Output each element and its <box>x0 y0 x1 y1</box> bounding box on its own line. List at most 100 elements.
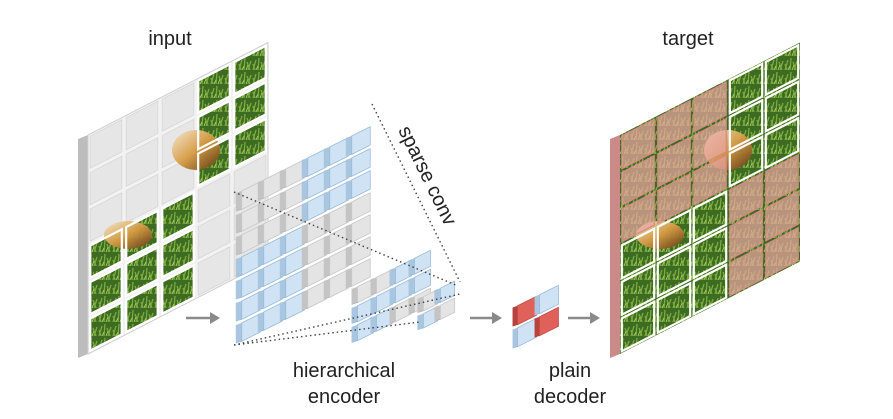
patch-outline <box>161 190 195 243</box>
encoder-empty-cell <box>263 213 283 244</box>
target-masked-patch <box>765 190 799 242</box>
masked-patch <box>89 155 123 206</box>
target-masked-patch <box>729 245 763 297</box>
decoder-label-line2: decoder <box>533 386 607 408</box>
encoder-label-line1: hierarchical <box>292 360 396 382</box>
grid-cell-side <box>301 289 308 311</box>
grid-cell-side <box>257 267 264 289</box>
encoder-empty-cell <box>395 297 412 323</box>
encoder-active-cell <box>329 158 349 189</box>
encoder-empty-cell <box>329 246 349 277</box>
encoder-active-cell <box>329 136 349 167</box>
dog-image-fragment <box>104 221 152 249</box>
encoder-empty-cell <box>329 268 349 299</box>
target-masked-patch <box>765 226 799 279</box>
patch-outline <box>125 281 159 335</box>
sparse-conv-projection-lines <box>233 103 461 346</box>
patch-outline <box>89 300 123 353</box>
encoder-empty-cell <box>241 224 261 255</box>
grid-cell-side <box>235 322 242 344</box>
grid-cell-side <box>301 179 308 201</box>
target-visible-patch <box>764 79 800 134</box>
patch-outline <box>233 43 267 97</box>
encoder-empty-cell <box>285 180 305 211</box>
target-visible-patch <box>728 134 764 189</box>
grid-cell-side <box>345 179 352 201</box>
grid-cell-side <box>279 256 286 278</box>
masked-patch <box>161 82 195 132</box>
target-masked-patch <box>621 191 655 243</box>
target-visible-patch <box>620 299 656 354</box>
decoder-label-line1: plain <box>548 360 592 382</box>
grid-cell-side <box>345 267 352 289</box>
encoder-active-cell <box>285 290 305 321</box>
masked-patch <box>197 209 231 260</box>
encoder-active-cell <box>285 224 305 255</box>
encoder-active-cell <box>285 268 305 299</box>
grid-cell-side <box>345 201 352 223</box>
grid-cell-side <box>235 256 242 278</box>
target-masked-patch <box>621 118 655 170</box>
encoder-active-cell <box>307 191 327 222</box>
encoder-active-cell <box>241 268 261 299</box>
encoder-active-cell <box>395 278 412 304</box>
right-arrow-icon <box>210 312 220 324</box>
target-visible-patch <box>656 281 692 335</box>
target-visible-patch <box>764 116 800 170</box>
decoder-visible-cell <box>517 317 537 348</box>
grid-cell-side <box>235 212 242 234</box>
patch-outline <box>197 135 231 188</box>
encoder-active-cell <box>351 169 371 200</box>
patch-outline <box>89 263 123 317</box>
encoder-active-cell <box>263 235 283 266</box>
decoder-masked-cell <box>539 306 559 337</box>
grid-cell-side <box>323 234 330 256</box>
plain-decoder-grid <box>512 284 559 349</box>
grid-cell-side <box>257 311 264 333</box>
encoder-empty-cell <box>329 202 349 233</box>
encoder-empty-cell <box>422 288 439 312</box>
grid-cell-side <box>434 305 441 322</box>
encoder-active-cell <box>376 306 393 332</box>
encoder-empty-cell <box>307 235 327 266</box>
target-image-grid <box>610 42 800 358</box>
target-visible-patch <box>620 226 656 281</box>
target-visible-patch <box>692 262 728 317</box>
grid-cell-side <box>301 157 308 179</box>
grid-cell-side <box>257 245 264 267</box>
grid-cell-side <box>408 296 415 315</box>
grid-cell-side <box>235 278 242 300</box>
grid-cell-side <box>301 201 308 223</box>
grid-cell-side <box>417 313 424 331</box>
encoder-active-cell <box>241 312 261 343</box>
target-visible-patch <box>620 263 656 317</box>
target-masked-patch <box>765 153 799 206</box>
encoder-active-cell <box>329 180 349 211</box>
patch-outline <box>233 80 267 133</box>
sparse-conv-label: sparse conv <box>394 123 461 230</box>
encoder-active-cell <box>357 316 374 342</box>
input-label: input <box>148 28 192 50</box>
grid-cell-side <box>408 277 415 296</box>
encoder-empty-cell <box>307 213 327 244</box>
right-arrow-icon <box>590 312 600 324</box>
grid-cell-side <box>434 288 441 305</box>
grid-cell-side <box>279 278 286 300</box>
grid-cell-side <box>417 296 424 314</box>
encoder-empty-cell <box>285 158 305 189</box>
masked-patch <box>125 137 159 187</box>
encoder-empty-cell <box>376 268 393 294</box>
target-masked-patch <box>729 172 763 224</box>
encoder-empty-cell <box>285 202 305 233</box>
grid-cell-side <box>323 256 330 278</box>
masked-patch <box>197 246 231 296</box>
grid-cell-side <box>323 168 330 190</box>
hierarchical-encoder-layers <box>235 125 456 344</box>
decoder-masked-cell <box>517 295 537 326</box>
encoder-empty-cell <box>351 191 371 222</box>
encoder-active-cell <box>263 279 283 310</box>
patch-outline <box>125 245 159 298</box>
encoder-active-cell <box>285 246 305 277</box>
grid-cell-side <box>351 286 358 305</box>
patch-outline <box>233 116 267 170</box>
